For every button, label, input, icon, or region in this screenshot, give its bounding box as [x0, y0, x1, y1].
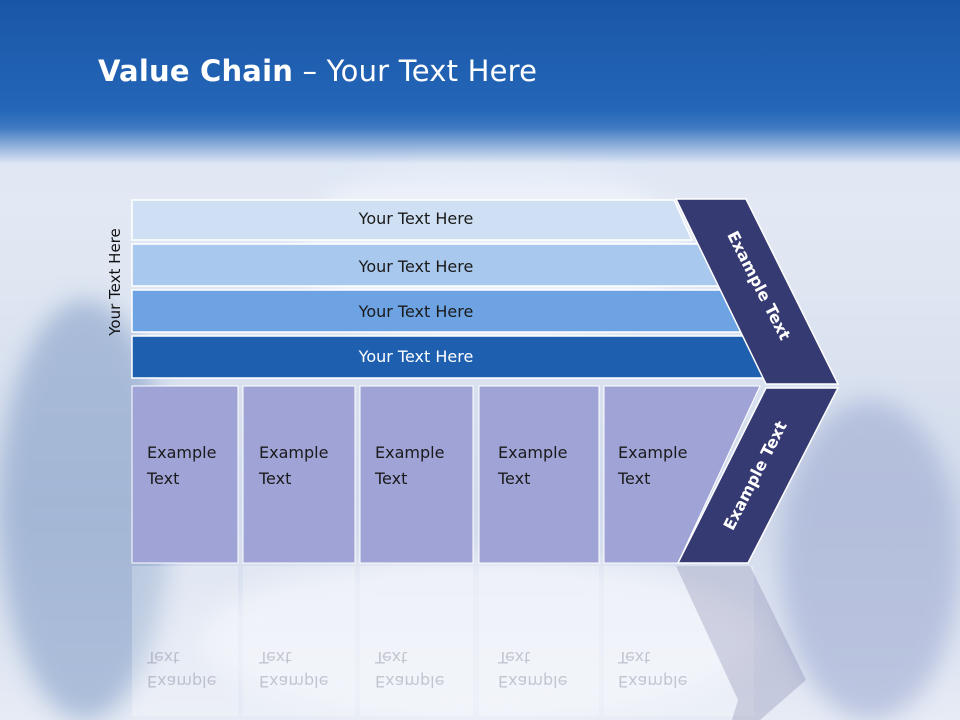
box-4-reflection	[479, 566, 599, 716]
table-blob	[200, 560, 760, 720]
bar-1	[131, 199, 694, 241]
box-4	[478, 385, 600, 564]
reflection-group: Text Text Text Text Text Example Example…	[132, 566, 806, 720]
lower-arrow-reflection	[676, 566, 806, 720]
title-bold: Value Chain	[98, 54, 294, 88]
box-4-reflection-text: Text	[497, 648, 530, 667]
box-2-label-2: Text	[258, 469, 291, 488]
box-3	[359, 385, 474, 564]
person-right-blob	[780, 400, 960, 720]
bar-3-label: Your Text Here	[358, 302, 474, 321]
box-5-reflection-text2: Example	[618, 672, 687, 691]
box-3-label-2: Text	[374, 469, 407, 488]
box-group: Example Text Example Text Example Text E…	[131, 385, 761, 564]
chevron-upper	[674, 198, 840, 385]
box-1-reflection-text: Text	[146, 648, 179, 667]
box-5-reflection-text: Text	[617, 648, 650, 667]
box-3-reflection-text: Text	[374, 648, 407, 667]
slide-title: Value Chain – Your Text Here	[98, 54, 537, 88]
box-5-label-2: Text	[617, 469, 650, 488]
box-2-reflection	[243, 566, 355, 716]
box-5-reflection	[604, 566, 754, 716]
box-2-label: Example	[259, 443, 328, 462]
bar-group: Your Text Here Your Text Here Your Text …	[131, 199, 768, 379]
header-band	[0, 0, 960, 200]
box-4-label-2: Text	[497, 469, 530, 488]
bar-4-label: Your Text Here	[358, 347, 474, 366]
chevron-lower	[676, 387, 840, 564]
title-rest: – Your Text Here	[293, 54, 538, 88]
box-5-label: Example	[618, 443, 687, 462]
box-2	[242, 385, 356, 564]
box-3-reflection	[360, 566, 473, 716]
box-2-reflection-text2: Example	[259, 672, 328, 691]
box-1-reflection-text2: Example	[147, 672, 216, 691]
box-1-label-2: Text	[146, 469, 179, 488]
box-4-label: Example	[498, 443, 567, 462]
bar-1-label: Your Text Here	[358, 209, 474, 228]
box-1-label: Example	[147, 443, 216, 462]
bar-2-label: Your Text Here	[358, 257, 474, 276]
box-4-reflection-text2: Example	[498, 672, 567, 691]
box-2-reflection-text: Text	[258, 648, 291, 667]
box-3-label: Example	[375, 443, 444, 462]
box-1	[131, 385, 239, 564]
box-3-reflection-text2: Example	[375, 672, 444, 691]
box-1-reflection	[132, 566, 238, 716]
